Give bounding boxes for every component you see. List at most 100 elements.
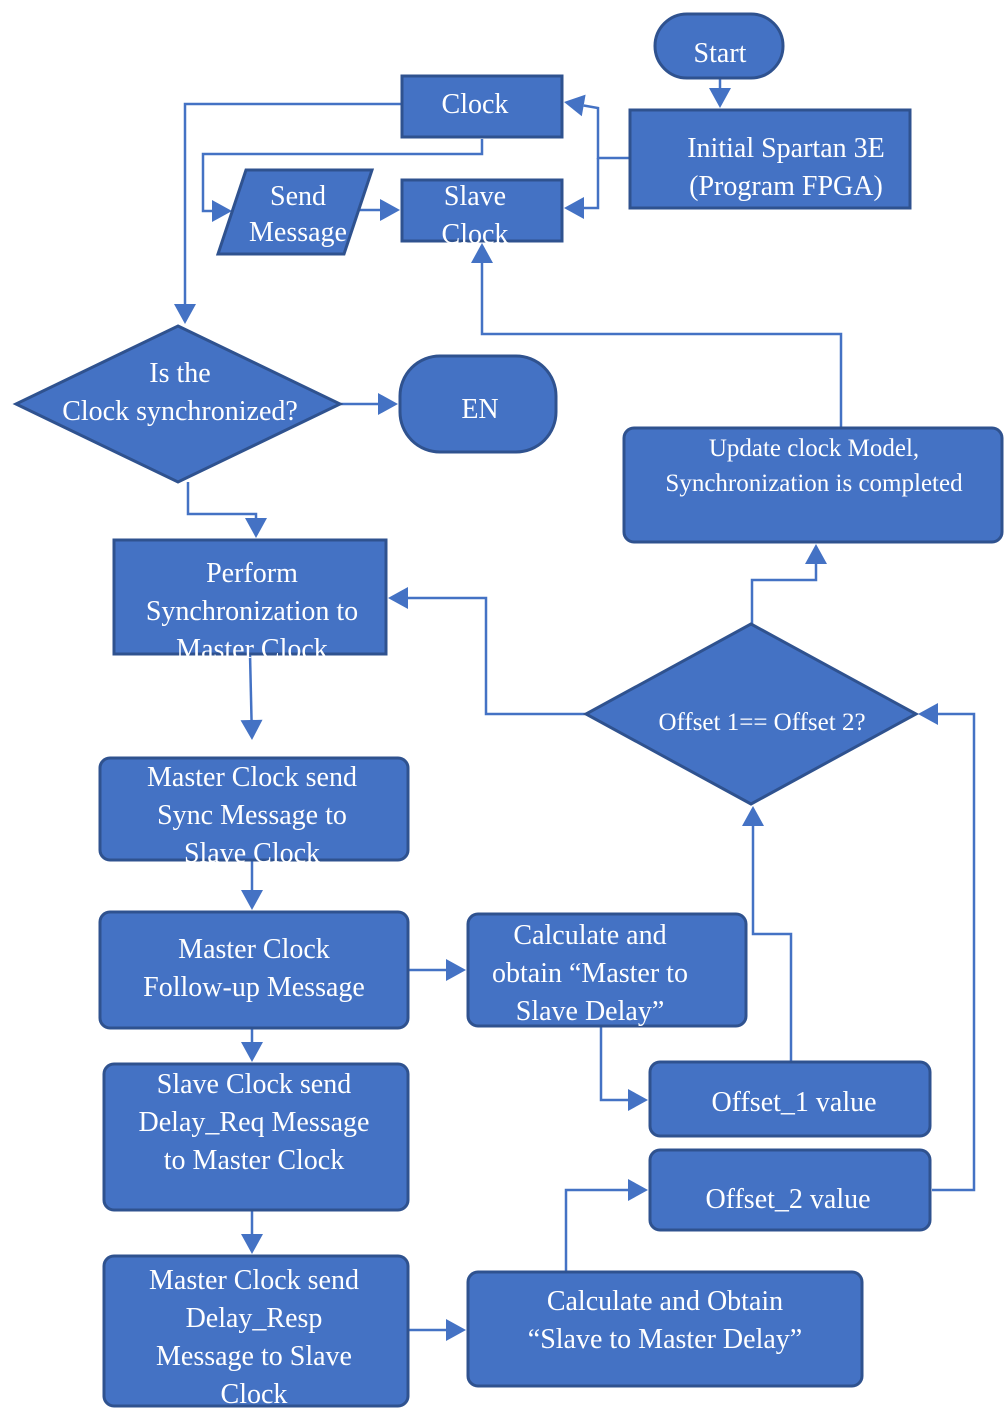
edge-clock-to-is_sync	[174, 102, 402, 324]
edge-line	[186, 482, 258, 518]
arrowhead-icon	[709, 88, 731, 108]
node-label-line: Clock	[221, 1379, 288, 1410]
node-label-line: Slave Delay”	[516, 996, 665, 1027]
node-label-line: Master Clock	[178, 934, 330, 965]
process-shape	[622, 426, 1004, 544]
node-label-line: to Master Clock	[164, 1145, 344, 1176]
decision-shape	[582, 622, 920, 806]
edge-line	[599, 1026, 628, 1102]
arrowhead-icon	[388, 587, 408, 609]
process-shape	[102, 1254, 410, 1408]
node-label-line: Synchronization to	[146, 596, 358, 627]
node-init: Initial Spartan 3E (Program FPGA)	[628, 108, 912, 210]
edge-offset1-to-offset_compare	[742, 806, 793, 1062]
node-offset1: Offset_1 value	[648, 1060, 932, 1138]
edge-offset_compare-to-perform_sync	[388, 587, 586, 716]
edge-slave_delay_req-to-master_delay_resp	[241, 1210, 263, 1254]
arrowhead-icon	[742, 806, 764, 826]
process-shape	[400, 178, 564, 243]
edge-line	[201, 139, 484, 213]
node-label-line: Send	[270, 181, 326, 212]
arrowhead-icon	[805, 544, 827, 564]
arrowhead-icon	[564, 197, 584, 219]
edge-line	[750, 564, 818, 624]
edge-offset_compare-to-update_model	[750, 544, 827, 624]
arrowhead-icon	[564, 94, 586, 117]
node-label-line: Update clock Model,	[709, 435, 919, 462]
arrowhead-icon	[241, 890, 263, 910]
edge-init-to-slave_clock	[564, 158, 600, 219]
node-calc-s2m: Calculate and Obtain “Slave to Master Del…	[466, 1270, 864, 1388]
arrowhead-icon	[628, 1089, 648, 1111]
terminator-shape	[398, 354, 558, 454]
arrowhead-icon	[446, 959, 466, 981]
node-label-line: Calculate and Obtain	[547, 1286, 783, 1317]
edge-line	[584, 158, 600, 210]
node-label-line: Delay_Req Message	[139, 1107, 370, 1138]
node-label-line: Clock synchronized?	[62, 396, 298, 427]
edge-offset2-to-offset_compare	[918, 703, 976, 1192]
node-label-line: Initial Spartan 3E	[687, 133, 885, 164]
edge-start-to-init	[709, 78, 731, 108]
node-label-line: Offset 1== Offset 2?	[658, 709, 865, 736]
edges-layer	[174, 78, 976, 1341]
arrowhead-icon	[241, 1234, 263, 1254]
edge-line	[408, 596, 586, 716]
process-shape	[102, 1062, 410, 1212]
node-label-line: Slave Clock send	[157, 1069, 351, 1100]
node-label-line: Offset_2 value	[705, 1184, 870, 1215]
node-label-line: Master Clock send	[147, 762, 357, 793]
node-label-line: Clock	[442, 219, 509, 250]
arrowhead-icon	[240, 719, 263, 740]
edge-master_sync-to-master_followup	[241, 860, 263, 910]
node-offset-compare: Offset 1== Offset 2?	[582, 622, 920, 806]
process-shape	[628, 108, 912, 210]
arrowhead-icon	[380, 199, 400, 221]
node-end: EN	[398, 354, 558, 454]
node-label-line: Slave Clock	[184, 838, 320, 869]
node-label-line: Sync Message to	[157, 800, 347, 831]
edge-calc_m2s-to-offset1	[599, 1026, 648, 1111]
node-label-line: Follow-up Message	[143, 972, 365, 1003]
edge-perform_sync-to-master_sync	[240, 653, 263, 740]
node-label-line: Start	[694, 38, 747, 69]
node-label-line: obtain “Master to	[492, 958, 688, 989]
decision-shape	[12, 324, 344, 484]
node-label-line: (Program FPGA)	[689, 171, 883, 202]
edge-master_followup-to-slave_delay_req	[241, 1028, 263, 1062]
edge-master_delay_resp-to-calc_s2m	[408, 1319, 466, 1341]
edge-line	[583, 104, 630, 160]
process-shape	[466, 912, 748, 1028]
node-clock: Clock	[400, 74, 564, 139]
process-shape	[98, 756, 410, 862]
edge-is_sync-to-end	[338, 393, 398, 415]
process-shape	[648, 1060, 932, 1138]
process-shape	[400, 74, 564, 139]
node-label-line: Master Clock send	[149, 1265, 359, 1296]
process-shape	[98, 910, 410, 1030]
arrowhead-icon	[471, 243, 493, 263]
node-label-line: Message	[249, 217, 347, 248]
arrowhead-icon	[212, 200, 232, 222]
node-label-line: Master Clock	[176, 634, 328, 665]
process-shape	[112, 538, 388, 656]
edge-update_model-to-slave_clock	[471, 243, 843, 428]
edge-line	[248, 653, 253, 721]
edge-line	[183, 102, 402, 304]
node-offset2: Offset_2 value	[648, 1148, 932, 1232]
arrowhead-icon	[918, 703, 938, 725]
arrowhead-icon	[174, 304, 196, 324]
process-shape	[648, 1148, 932, 1232]
edge-clock-to-send_message	[201, 139, 484, 222]
node-start: Start	[653, 12, 785, 80]
node-update-model: Update clock Model,Synchronization is co…	[622, 426, 1004, 544]
node-label-line: “Slave to Master Delay”	[528, 1324, 802, 1355]
arrowhead-icon	[378, 393, 398, 415]
node-label-line: Offset_1 value	[711, 1087, 876, 1118]
